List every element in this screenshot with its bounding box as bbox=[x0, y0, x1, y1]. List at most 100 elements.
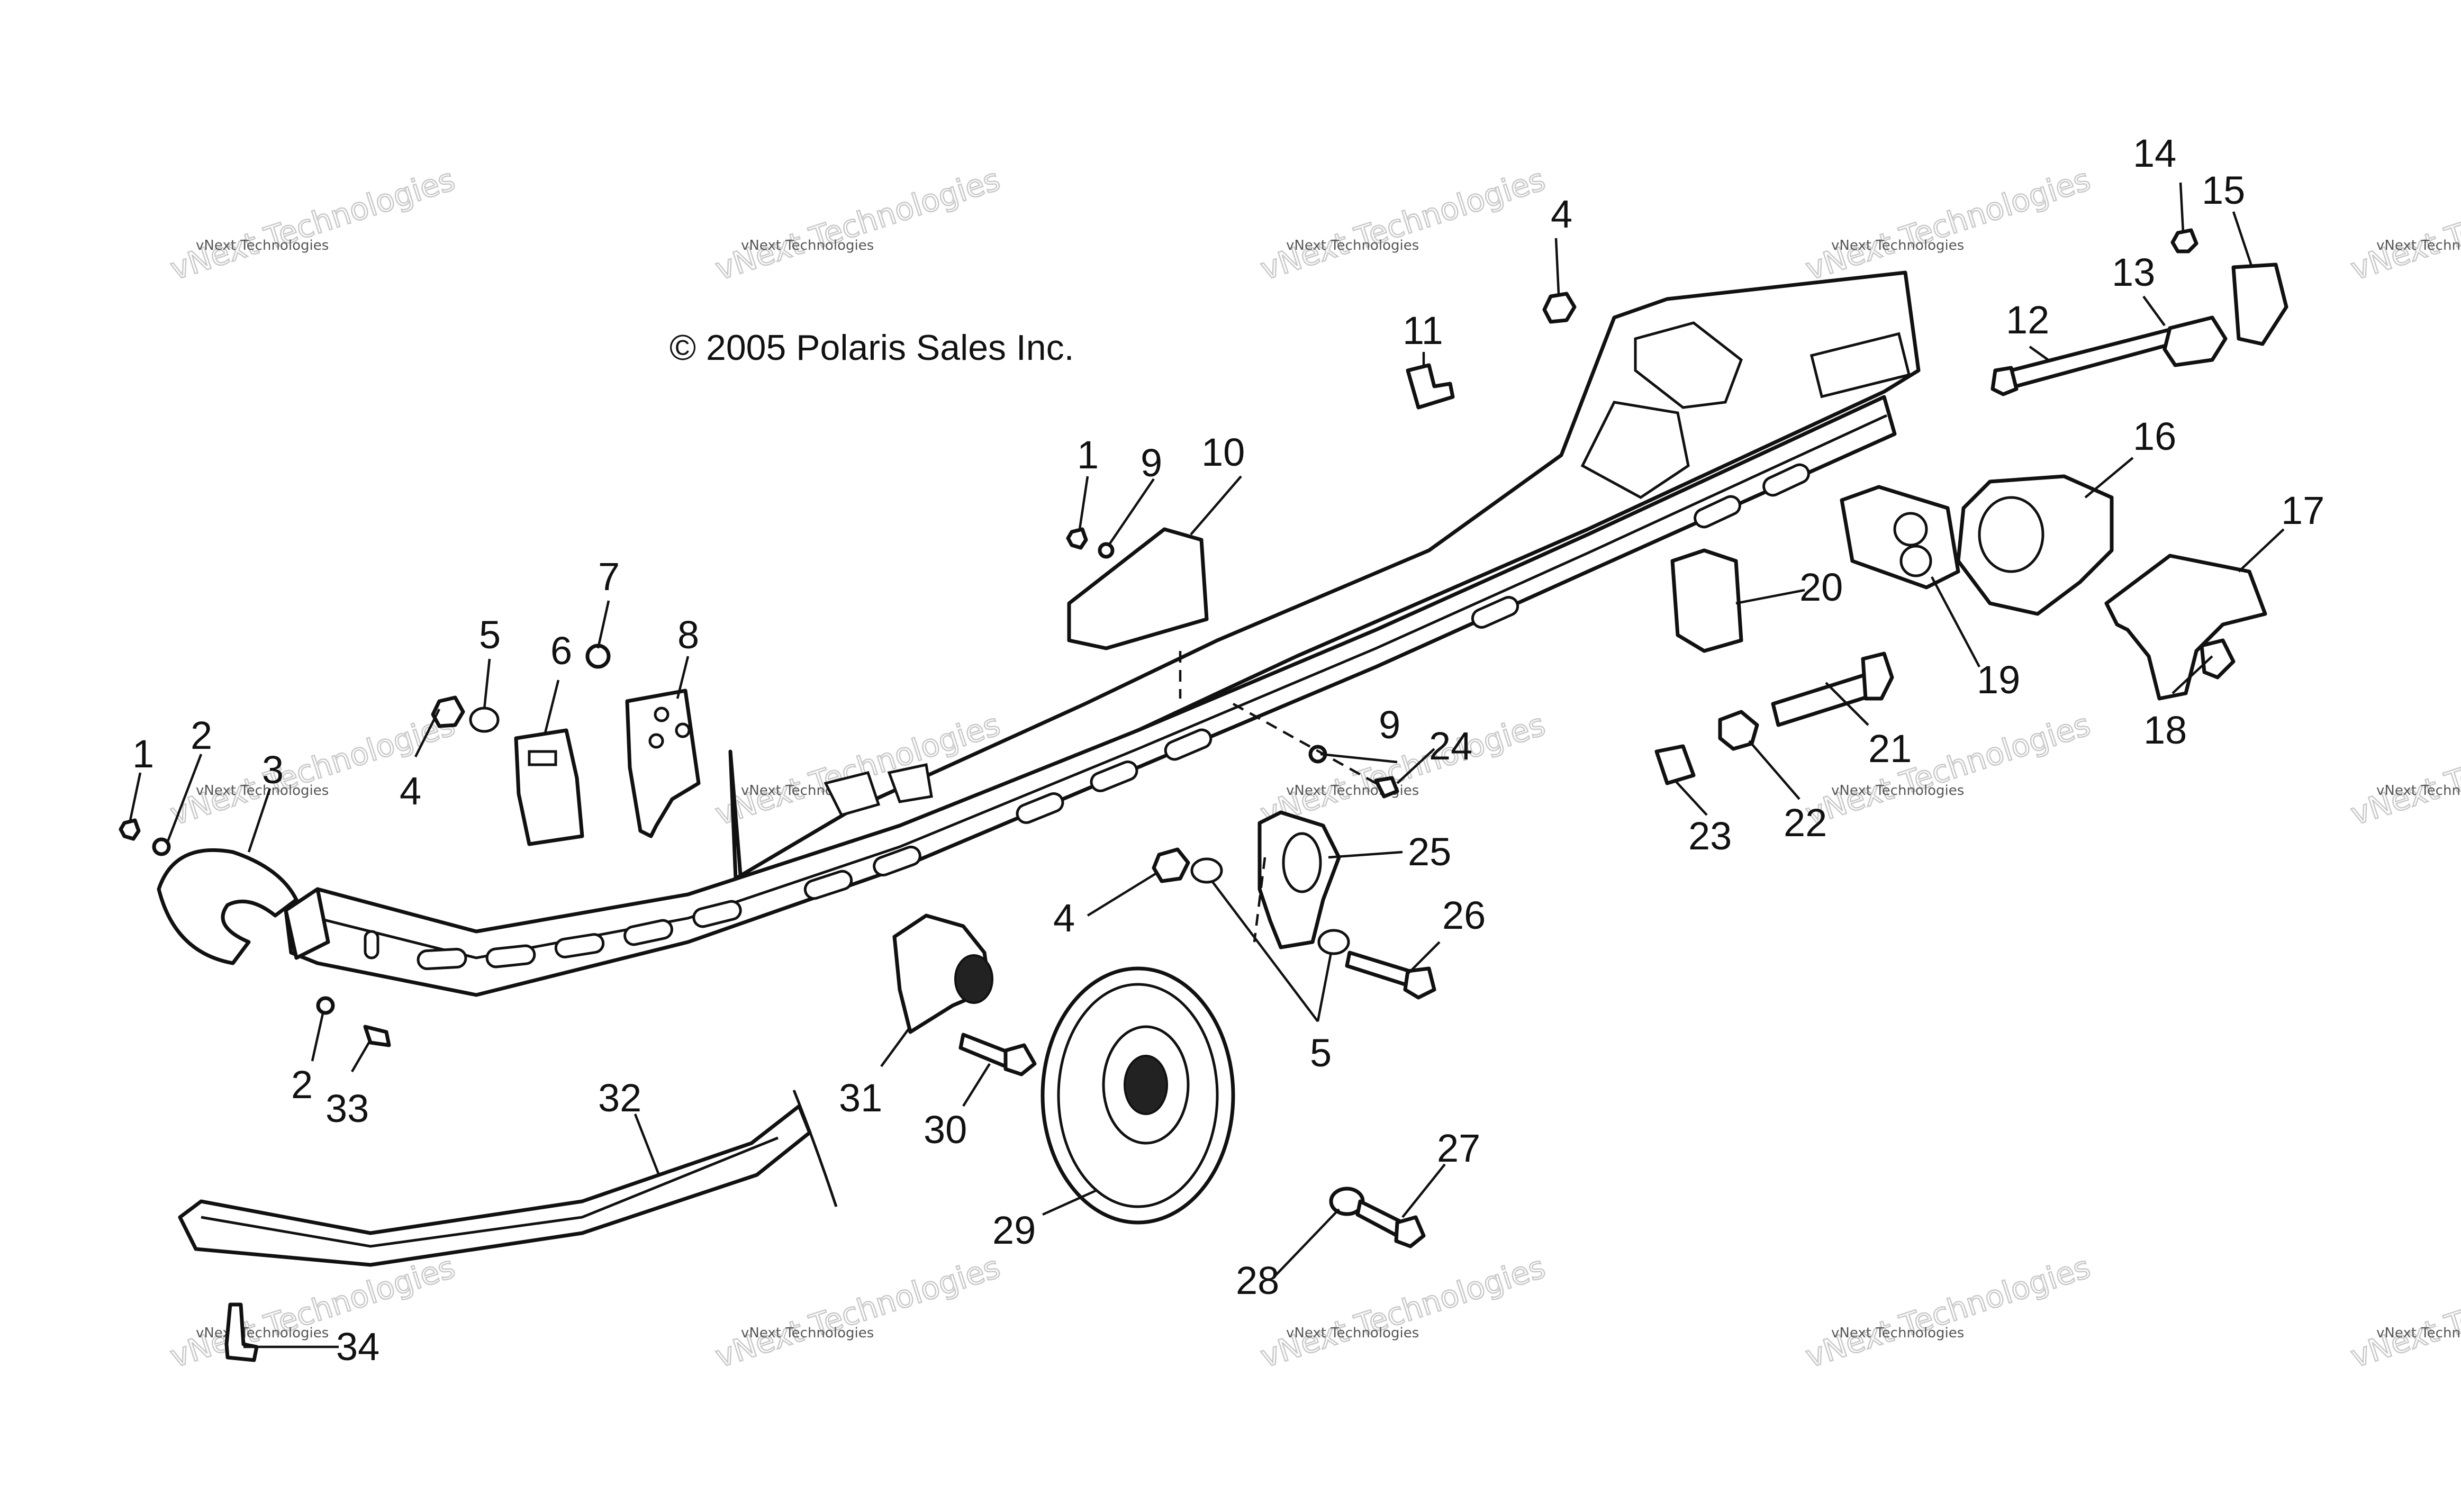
watermark-large: vNext Technologies bbox=[1801, 707, 2094, 832]
callout-18: 18 bbox=[2143, 708, 2187, 752]
nut-1-left bbox=[119, 818, 141, 841]
watermark-large: vNext Technologies bbox=[166, 1249, 459, 1375]
callout-28: 28 bbox=[1236, 1259, 1279, 1302]
callout-5-b: 5 bbox=[1310, 1031, 1332, 1075]
bolt-18 bbox=[2200, 638, 2236, 680]
callout-34: 34 bbox=[336, 1325, 379, 1369]
nut-4-mid bbox=[1152, 847, 1190, 883]
callout-10: 10 bbox=[1201, 430, 1245, 474]
nut-4-left bbox=[431, 695, 465, 728]
damper-bracket bbox=[1067, 527, 1209, 650]
callout-3: 3 bbox=[262, 748, 284, 792]
watermark-small: vNext Technologies bbox=[2376, 1325, 2461, 1341]
watermark-small: vNext Technologies bbox=[196, 1325, 329, 1341]
spacer-23 bbox=[1654, 744, 1696, 785]
watermark-large: vNext Technologies bbox=[711, 161, 1004, 287]
callout-4: 4 bbox=[400, 769, 421, 813]
callout-17: 17 bbox=[2281, 488, 2324, 532]
callout-16: 16 bbox=[2133, 414, 2176, 458]
watermark-small: vNext Technologies bbox=[2376, 783, 2461, 799]
bolt-24 bbox=[1374, 776, 1399, 799]
watermark-large: vNext Technologies bbox=[166, 161, 459, 287]
callout-5: 5 bbox=[479, 613, 501, 657]
callout-29: 29 bbox=[992, 1208, 1036, 1252]
nut-7 bbox=[585, 644, 611, 669]
nut-14 bbox=[2170, 228, 2198, 253]
watermark-small: vNext Technologies bbox=[1831, 783, 1964, 799]
watermark-large: vNext Technologies bbox=[1256, 161, 1549, 287]
callout-8: 8 bbox=[677, 613, 699, 657]
watermark-small: vNext Technologies bbox=[196, 238, 329, 253]
callout-25: 25 bbox=[1408, 830, 1451, 874]
callout-9-b: 9 bbox=[1379, 703, 1400, 747]
watermark-small: vNext Technologies bbox=[196, 783, 329, 799]
watermark-small: vNext Technologies bbox=[1286, 238, 1419, 253]
washer-2-low bbox=[316, 996, 335, 1015]
callout-2: 2 bbox=[191, 713, 212, 757]
watermark-large: vNext Technologies bbox=[2346, 1249, 2461, 1375]
callout-30: 30 bbox=[924, 1108, 967, 1152]
watermark-small: vNext Technologies bbox=[741, 1325, 874, 1341]
callout-9: 9 bbox=[1141, 441, 1162, 485]
washer-5-b bbox=[1317, 929, 1350, 955]
callout-12: 12 bbox=[2006, 298, 2049, 342]
hyfax-runner bbox=[178, 1104, 812, 1267]
callout-11: 11 bbox=[1403, 309, 1443, 352]
idler-wheel bbox=[1041, 966, 1235, 1225]
washer-5-left bbox=[469, 707, 500, 733]
washer-9-top bbox=[1098, 542, 1115, 559]
callout-26: 26 bbox=[1442, 893, 1486, 937]
callout-24: 24 bbox=[1429, 724, 1472, 768]
front-bumper bbox=[157, 848, 298, 965]
nut-1-mid bbox=[1066, 527, 1088, 550]
watermark-large: vNext Technologies bbox=[1256, 1249, 1549, 1375]
watermark-small: vNext Technologies bbox=[2376, 238, 2461, 253]
nut-13 bbox=[2163, 315, 2228, 367]
callout-22: 22 bbox=[1784, 801, 1827, 845]
callout-14: 14 bbox=[2133, 131, 2176, 175]
bracket-17 bbox=[2104, 554, 2267, 701]
washer-2-left bbox=[152, 837, 171, 856]
callout-labels: 1 1 2 2 3 4 4 4 5 5 6 7 8 9 9 10 11 12 1… bbox=[132, 131, 2324, 1369]
watermark-large: vNext Technologies bbox=[2346, 707, 2461, 832]
bolt-30 bbox=[958, 1033, 1013, 1069]
nut-4-top bbox=[1542, 292, 1577, 324]
watermark-small: vNext Technologies bbox=[741, 238, 874, 253]
watermark-small: vNext Technologies bbox=[1831, 238, 1964, 253]
clip-15 bbox=[2231, 262, 2288, 346]
watermark-large: vNext Technologies bbox=[1256, 707, 1549, 832]
callout-1-b: 1 bbox=[1077, 433, 1099, 477]
callout-19: 19 bbox=[1977, 658, 2020, 702]
leader-lines bbox=[128, 182, 2285, 1348]
slider-block bbox=[514, 728, 584, 846]
callout-20: 20 bbox=[1799, 565, 1843, 609]
watermark-large: vNext Technologies bbox=[2346, 161, 2461, 287]
rail-slots bbox=[417, 463, 1810, 970]
callout-7: 7 bbox=[598, 555, 620, 599]
block-20 bbox=[1670, 548, 1743, 653]
callout-4-b: 4 bbox=[1551, 192, 1572, 236]
washer-5-a bbox=[1190, 857, 1223, 884]
watermark-large: vNext Technologies bbox=[1801, 161, 2094, 287]
copyright-text: © 2005 Polaris Sales Inc. bbox=[669, 328, 1074, 368]
callout-31: 31 bbox=[839, 1076, 882, 1120]
callout-33: 33 bbox=[325, 1087, 369, 1130]
callout-4-c: 4 bbox=[1053, 896, 1075, 940]
callout-23: 23 bbox=[1688, 814, 1732, 858]
callout-27: 27 bbox=[1437, 1126, 1480, 1170]
callout-15: 15 bbox=[2202, 168, 2245, 212]
callout-13: 13 bbox=[2112, 250, 2155, 294]
watermark-small: vNext Technologies bbox=[1286, 783, 1419, 799]
bolt-11 bbox=[1406, 363, 1455, 410]
watermark-large: vNext Technologies bbox=[711, 1249, 1004, 1375]
watermark-small: vNext Technologies bbox=[1831, 1325, 1964, 1341]
callout-6: 6 bbox=[550, 629, 572, 673]
watermark-small: vNext Technologies bbox=[1286, 1325, 1419, 1341]
rail-assembly bbox=[284, 270, 1921, 997]
callout-21: 21 bbox=[1868, 727, 1912, 771]
callout-32: 32 bbox=[598, 1076, 641, 1120]
callout-1: 1 bbox=[132, 732, 154, 776]
watermark-large: vNext Technologies bbox=[1801, 1249, 2094, 1375]
callout-2-b: 2 bbox=[291, 1063, 313, 1107]
